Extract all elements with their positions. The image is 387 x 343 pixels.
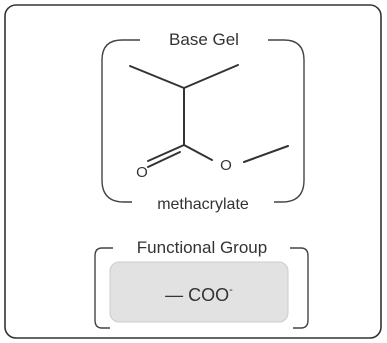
functional-group-title: Functional Group [137, 238, 267, 257]
bond-methyl-left [129, 65, 185, 89]
methacrylate-structure [129, 64, 289, 168]
formula-bond: — [165, 285, 183, 305]
formula-charge: - [229, 284, 233, 296]
carboxylate-formula: — COO- [165, 284, 233, 305]
bond-carbonyl-2 [147, 151, 181, 168]
base-gel-title: Base Gel [169, 30, 239, 49]
functional-group-bracket-right [290, 247, 309, 329]
bond-methoxy [243, 145, 289, 163]
outer-frame [4, 4, 382, 339]
functional-group-panel [109, 261, 289, 323]
atom-ester-o: O [220, 157, 232, 174]
formula-text: COO [188, 285, 229, 305]
base-gel-bracket-right [274, 88, 305, 203]
bond-methyl-right [183, 64, 239, 89]
base-gel-bracket-top [101, 39, 305, 88]
functional-group-bracket-left [94, 247, 113, 329]
base-gel-name: methacrylate [157, 196, 249, 213]
base-gel-group: Base Gel O O methacrylate [101, 30, 305, 213]
atom-carbonyl-o: O [136, 164, 148, 181]
bond-carbonyl-1 [147, 144, 185, 162]
bond-ester [183, 144, 213, 161]
functional-group: Functional Group — COO- [94, 238, 309, 329]
base-gel-bracket-left [101, 88, 132, 203]
